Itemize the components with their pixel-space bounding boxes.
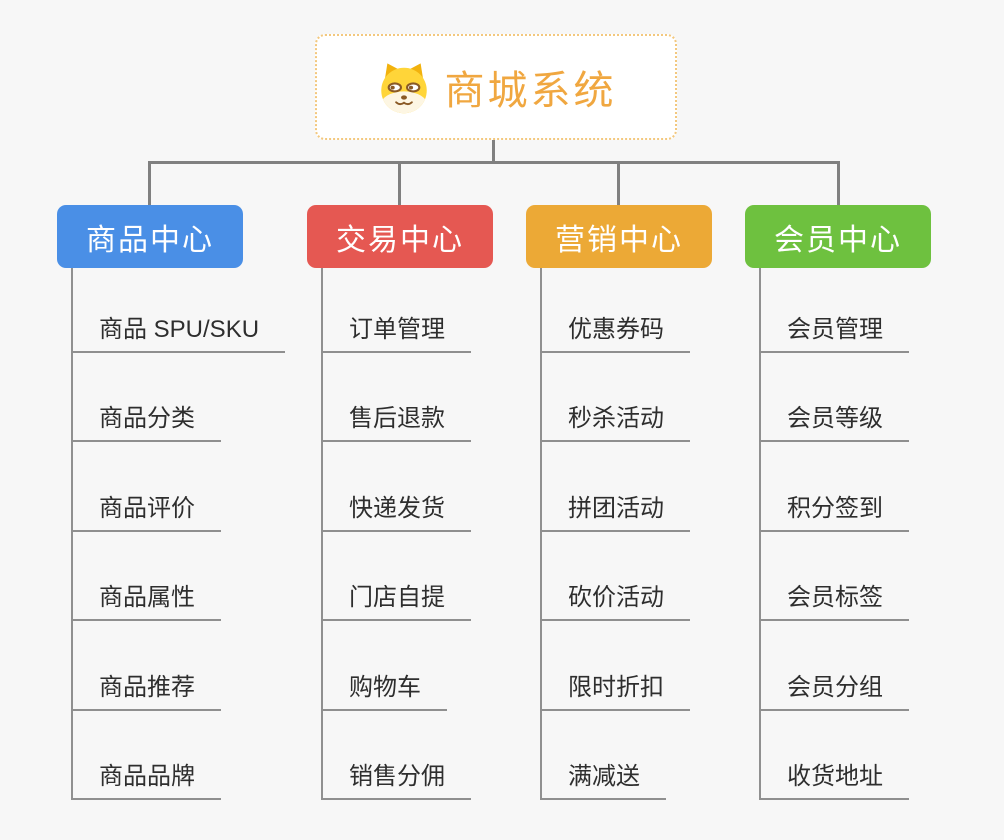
branch-spine xyxy=(321,268,323,800)
subtopic-node[interactable]: 商品 SPU/SKU xyxy=(71,315,286,353)
branch-spine xyxy=(759,268,761,800)
subtopic-node[interactable]: 商品评价 xyxy=(71,494,221,532)
branch-spine xyxy=(71,268,73,800)
subtopic-node[interactable]: 订单管理 xyxy=(321,315,471,353)
subtopic-node[interactable]: 会员等级 xyxy=(759,404,909,442)
branch-node-member-center[interactable]: 会员中心 xyxy=(745,205,931,268)
connector-drop-goods xyxy=(148,161,151,206)
connector-root-stem xyxy=(492,140,495,163)
subtopic-node[interactable]: 购物车 xyxy=(321,673,447,711)
subtopic-node[interactable]: 商品分类 xyxy=(71,404,221,442)
subtopic-node[interactable]: 销售分佣 xyxy=(321,762,471,800)
subtopic-node[interactable]: 积分签到 xyxy=(759,494,909,532)
connector-drop-marketing xyxy=(617,161,620,206)
subtopic-node[interactable]: 满减送 xyxy=(540,762,666,800)
subtopic-node[interactable]: 商品品牌 xyxy=(71,762,221,800)
subtopic-node[interactable]: 会员管理 xyxy=(759,315,909,353)
branch-node-marketing-center[interactable]: 营销中心 xyxy=(526,205,712,268)
subtopic-node[interactable]: 商品推荐 xyxy=(71,673,221,711)
subtopic-node[interactable]: 砍价活动 xyxy=(540,583,690,621)
subtopic-node[interactable]: 会员分组 xyxy=(759,673,909,711)
connector-horizontal-bar xyxy=(148,161,840,164)
branch-column-member: 会员管理 会员等级 积分签到 会员标签 会员分组 收货地址 xyxy=(759,268,1004,808)
subtopic-node[interactable]: 商品属性 xyxy=(71,583,221,621)
branch-column-goods: 商品 SPU/SKU 商品分类 商品评价 商品属性 商品推荐 商品品牌 xyxy=(71,268,321,808)
connector-drop-member xyxy=(837,161,840,206)
subtopic-node[interactable]: 会员标签 xyxy=(759,583,909,621)
root-title: 商城系统 xyxy=(444,69,617,113)
subtopic-node[interactable]: 限时折扣 xyxy=(540,673,690,711)
subtopic-node[interactable]: 秒杀活动 xyxy=(540,404,690,442)
branch-column-trade: 订单管理 售后退款 快递发货 门店自提 购物车 销售分佣 xyxy=(321,268,571,808)
subtopic-node[interactable]: 快递发货 xyxy=(321,494,471,532)
root-node[interactable]: 商城系统 xyxy=(315,34,677,140)
subtopic-node[interactable]: 门店自提 xyxy=(321,583,471,621)
branch-column-marketing: 优惠券码 秒杀活动 拼团活动 砍价活动 限时折扣 满减送 xyxy=(540,268,790,808)
branch-spine xyxy=(540,268,542,800)
subtopic-node[interactable]: 收货地址 xyxy=(759,762,909,800)
branch-node-goods-center[interactable]: 商品中心 xyxy=(57,205,243,268)
subtopic-node[interactable]: 售后退款 xyxy=(321,404,471,442)
subtopic-node[interactable]: 优惠券码 xyxy=(540,315,690,353)
connector-drop-trade xyxy=(398,161,401,206)
subtopic-node[interactable]: 拼团活动 xyxy=(540,494,690,532)
branch-node-trade-center[interactable]: 交易中心 xyxy=(307,205,493,268)
doge-face-icon xyxy=(380,63,427,114)
